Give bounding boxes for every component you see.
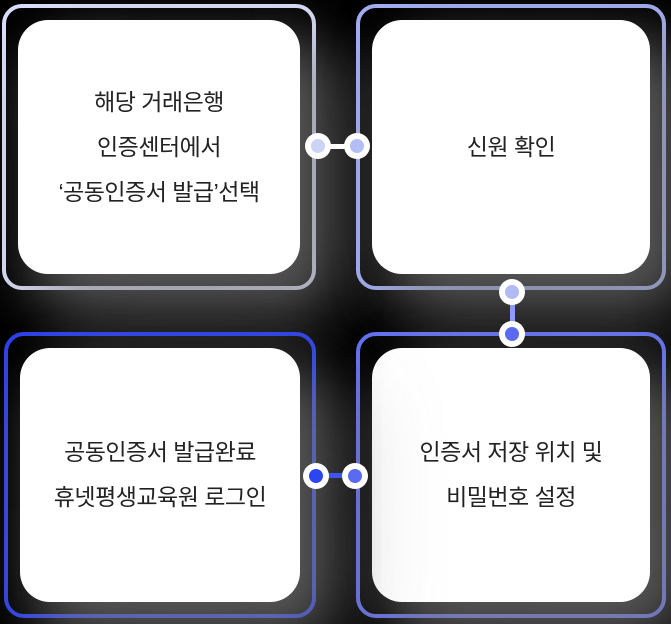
- connector-dot-step1: [305, 133, 331, 159]
- step4-line2: 휴넷평생교육원 로그인: [53, 484, 267, 510]
- step-card-4: 공동인증서 발급완료 휴넷평생교육원 로그인: [20, 348, 300, 602]
- step-card-3: 인증서 저장 위치 및 비밀번호 설정: [372, 348, 650, 602]
- step-frame-4: 공동인증서 발급완료 휴넷평생교육원 로그인: [4, 332, 316, 618]
- connector-dot-step2-left-inner: [350, 139, 364, 153]
- connector-dot-step2-bottom-inner: [505, 285, 519, 299]
- connector-dot-step3-top: [499, 321, 525, 347]
- connector-dot-step4-inner: [309, 469, 323, 483]
- step-card-2: 신원 확인: [372, 20, 650, 274]
- step-frame-2: 신원 확인: [356, 4, 666, 290]
- connector-dot-step4: [303, 463, 329, 489]
- step-frame-3: 인증서 저장 위치 및 비밀번호 설정: [356, 332, 666, 618]
- connector-dot-step3-top-inner: [505, 327, 519, 341]
- connector-dot-step2-left: [344, 133, 370, 159]
- step-frame-1: 해당 거래은행 인증센터에서 ‘공동인증서 발급’선택: [2, 4, 316, 290]
- step3-line1: 인증서 저장 위치 및: [419, 439, 603, 465]
- step2-line1: 신원 확인: [466, 133, 556, 160]
- step1-line2: 인증센터에서: [97, 133, 221, 160]
- connector-dot-step3-left-inner: [348, 469, 362, 483]
- connector-dot-step1-inner: [311, 139, 325, 153]
- connector-line-step3-step4: [316, 473, 357, 478]
- connector-dot-step2-bottom: [499, 279, 525, 305]
- connector-line-step2-step3: [510, 292, 515, 334]
- step3-line2: 비밀번호 설정: [446, 484, 576, 510]
- step-card-1: 해당 거래은행 인증센터에서 ‘공동인증서 발급’선택: [18, 20, 300, 274]
- connector-dot-step3-left: [342, 463, 368, 489]
- step4-line1: 공동인증서 발급완료: [64, 439, 256, 465]
- step1-line3: ‘공동인증서 발급’선택: [58, 178, 260, 205]
- step1-line1: 해당 거래은행: [94, 88, 224, 115]
- connector-line-step1-step2: [316, 144, 357, 149]
